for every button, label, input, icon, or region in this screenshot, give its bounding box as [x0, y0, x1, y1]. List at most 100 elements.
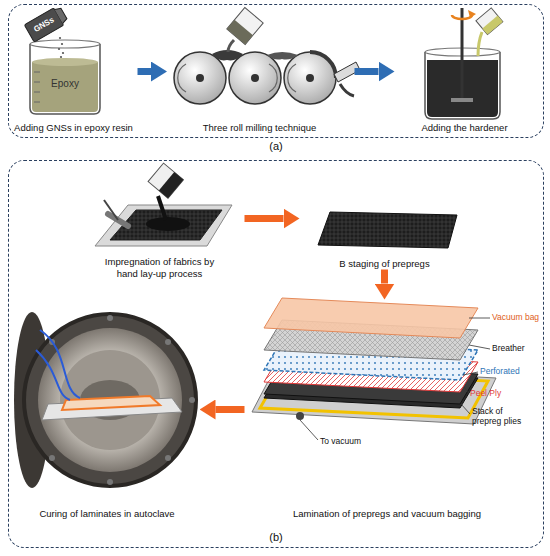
rotation-arrow: [452, 15, 472, 19]
powder-particle: [59, 37, 61, 39]
powder-particle: [62, 52, 64, 54]
bagged-laminate: [62, 396, 160, 410]
resin-paste: [267, 52, 298, 60]
mill-roller: [284, 52, 336, 104]
epoxy-liquid: [32, 62, 98, 112]
leader-line: [463, 372, 478, 375]
impeller: [451, 98, 473, 102]
resin-film: [310, 52, 336, 78]
rotation-mark: [288, 64, 296, 92]
step-caption: Impregnation of fabrics by hand lay-up p…: [99, 256, 221, 280]
collected-resin: [340, 84, 354, 96]
bolt: [107, 315, 113, 321]
illustration-label: Vacuum bag: [492, 312, 544, 322]
beaker-glass: [148, 163, 183, 198]
roller-axle: [306, 74, 314, 82]
vacuum-port: [296, 412, 304, 420]
mill-roller: [229, 52, 281, 104]
panel-label: (b): [9, 531, 543, 543]
resin-beaker: [148, 163, 183, 198]
epoxy-surface: [32, 58, 98, 66]
panel-label: (a): [9, 140, 543, 152]
bolt: [107, 479, 113, 485]
roller-axle: [251, 74, 259, 82]
leader-lines: [300, 318, 490, 440]
step-caption: Three roll milling technique: [203, 122, 317, 134]
beaker-glass: [227, 8, 263, 45]
cup-glass: [476, 8, 503, 35]
illustration-label: To vacuum: [320, 436, 380, 446]
autoclave-chamber: [38, 328, 182, 472]
stirring-rod: [461, 8, 464, 100]
beaker-glass: [30, 44, 100, 114]
leader-line: [464, 387, 469, 393]
leader-line: [469, 345, 490, 349]
illustration-label: Peel Ply: [470, 388, 514, 398]
resin-stream: [158, 196, 166, 220]
rotation-arrowhead: [468, 10, 476, 18]
epoxy-beaker: [30, 40, 100, 114]
chamber-interior: [60, 350, 160, 450]
resin-pool: [146, 217, 190, 231]
gns-powder: [58, 37, 64, 58]
illustration-label: Perforated: [480, 366, 532, 376]
autoclave-shell: [24, 314, 196, 486]
pour-stream: [228, 40, 234, 52]
bolt: [49, 455, 55, 461]
illustration-label: Epoxy: [40, 78, 90, 90]
bolt: [189, 397, 195, 403]
packet-opening: [55, 7, 68, 24]
flow-arrow: [138, 68, 152, 75]
gns-packet: [24, 5, 69, 42]
step-caption: B staging of prepregs: [339, 258, 429, 270]
vacuum-bag-film: [264, 298, 478, 338]
process-step: Lamination of prepregs and vacuum baggin…: [245, 298, 530, 520]
process-step: Curing of laminates in autoclave: [15, 300, 200, 520]
leader-line: [300, 420, 318, 440]
illustration-label: GNSs: [27, 12, 61, 37]
process-step: Adding GNSs in epoxy resin: [10, 10, 138, 134]
powder-particle: [60, 56, 62, 58]
vacuum-bag-layup: [252, 298, 496, 424]
process-step: Three roll milling technique: [165, 10, 355, 134]
bolt: [165, 339, 171, 345]
process-step: B staging of prepregs: [300, 168, 470, 270]
flow-arrow: [216, 406, 245, 413]
pouring-beaker: [227, 8, 263, 45]
panel-box: (a)Adding GNSs in epoxy resinThree roll …: [8, 4, 544, 138]
step-caption: Lamination of prepregs and vacuum baggin…: [293, 508, 481, 520]
beaker-content: [159, 172, 184, 198]
illustration-label: Stack of prepreg plies: [472, 406, 534, 426]
beaker-graduation: [34, 72, 40, 102]
step-caption: Curing of laminates in autoclave: [39, 508, 174, 520]
hardener-stream: [478, 32, 482, 56]
step-caption: Adding the hardener: [421, 122, 507, 134]
autoclave: [14, 312, 196, 488]
powder-particle: [61, 43, 63, 45]
flow-arrow: [355, 68, 379, 75]
flow-arrow: [381, 270, 388, 284]
illustration-label: Breather: [492, 343, 542, 353]
bolt: [165, 455, 171, 461]
flow-arrow: [245, 215, 284, 222]
step-caption: Adding GNSs in epoxy resin: [14, 122, 133, 134]
hardener-cup: [476, 8, 503, 35]
rotation-mark: [178, 64, 186, 92]
beaker-rim: [30, 40, 100, 48]
roller-handle: [104, 200, 118, 220]
scraper-blade: [334, 62, 360, 82]
panel-box: (b) Impregnation of fabrics by hand lay-u…: [8, 160, 544, 548]
roller-axle: [196, 74, 204, 82]
mill-roller: [174, 52, 226, 104]
leader-line: [469, 318, 490, 319]
three-roll-mill: [174, 50, 360, 104]
rotation-mark: [269, 64, 277, 92]
thermocouple-wire: [36, 350, 70, 400]
prepreg-sheet: [318, 212, 457, 248]
process-step: Impregnation of fabrics by hand lay-up p…: [75, 168, 245, 280]
beaker-content: [227, 20, 253, 45]
